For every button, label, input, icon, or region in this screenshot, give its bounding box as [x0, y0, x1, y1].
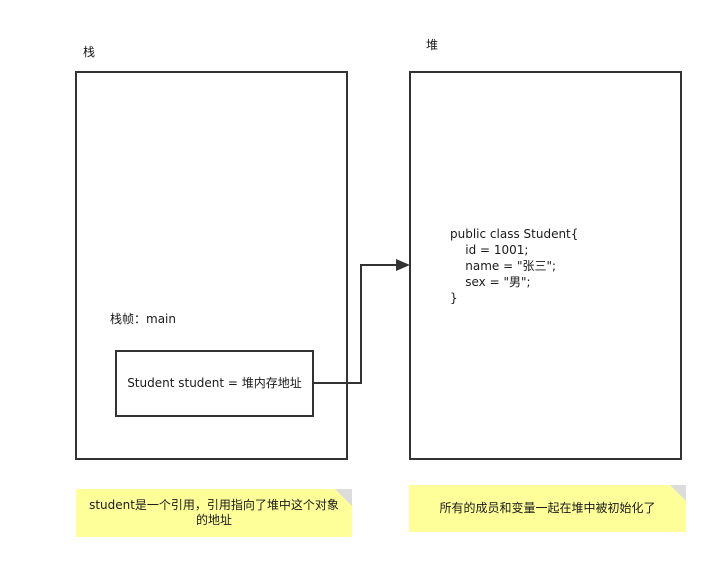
reference-variable-text: Student student = 堆内存地址 [127, 376, 302, 390]
note-right-fold-icon [670, 485, 686, 501]
heap-title: 堆 [426, 38, 439, 52]
code-line: } [450, 291, 458, 305]
code-line: id = 1001; [450, 243, 529, 257]
code-line: sex = "男"; [450, 275, 531, 289]
note-heap-initialization: 所有的成员和变量一起在堆中被初始化了 [409, 485, 686, 532]
note-left-text: student是一个引用，引用指向了堆中这个对象的地址 [89, 498, 339, 527]
arrow-head-icon [396, 259, 410, 271]
note-reference-explanation: student是一个引用，引用指向了堆中这个对象的地址 [76, 489, 352, 537]
code-line: name = "张三"; [450, 259, 557, 273]
student-object-code: public class Student{ id = 1001; name = … [450, 226, 578, 306]
stack-frame-label: 栈帧：main [110, 312, 176, 326]
code-line: public class Student{ [450, 227, 579, 241]
stack-title: 栈 [83, 45, 96, 59]
heap-container [409, 71, 682, 460]
note-left-fold-icon [335, 489, 352, 506]
note-right-text: 所有的成员和变量一起在堆中被初始化了 [439, 501, 656, 515]
reference-arrow [314, 264, 398, 384]
reference-variable-box: Student student = 堆内存地址 [115, 350, 314, 417]
